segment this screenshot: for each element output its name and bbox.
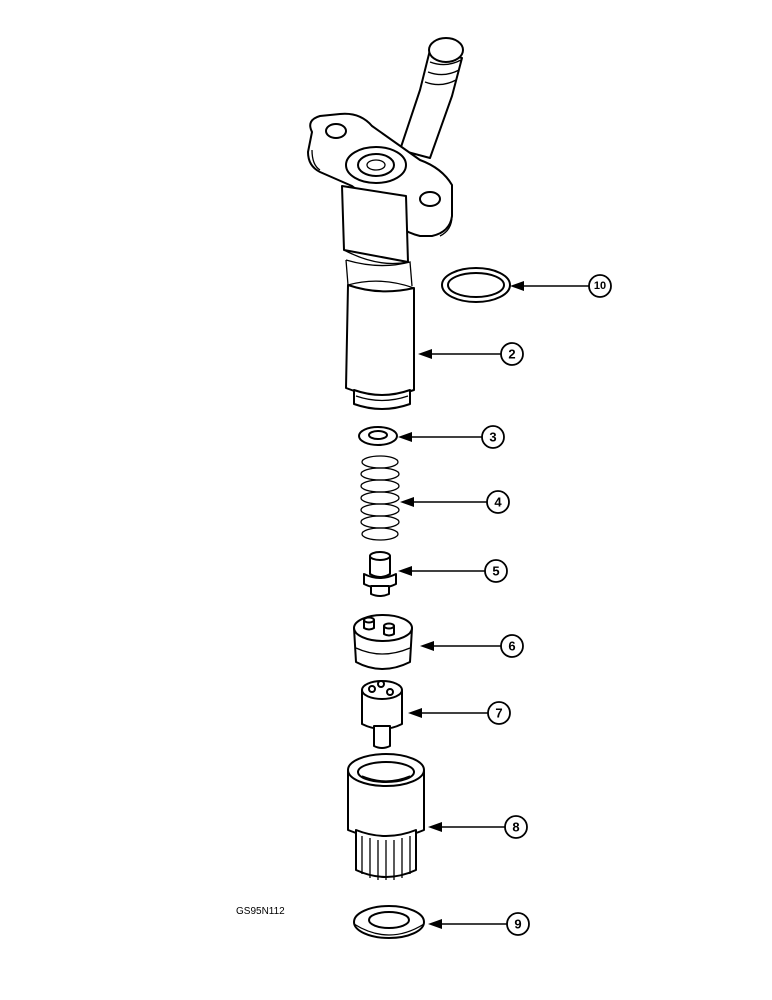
o-ring <box>441 267 511 303</box>
leader-9 <box>428 919 507 929</box>
leader-4 <box>400 497 487 507</box>
svg-text:8: 8 <box>512 820 519 835</box>
svg-text:9: 9 <box>514 917 521 932</box>
leader-10 <box>510 281 589 291</box>
nozzle <box>361 680 403 749</box>
svg-text:10: 10 <box>594 280 606 292</box>
leader-2 <box>418 349 501 359</box>
svg-text:4: 4 <box>494 495 502 510</box>
callout-8: 8 <box>504 815 528 839</box>
leader-3 <box>398 432 482 442</box>
callout-5: 5 <box>484 559 508 583</box>
callout-4: 4 <box>486 490 510 514</box>
seal-washer <box>353 905 425 939</box>
svg-text:6: 6 <box>508 639 515 654</box>
svg-text:2: 2 <box>508 347 515 362</box>
drawing-code: GS95N112 <box>236 906 285 917</box>
callout-7: 7 <box>487 701 511 725</box>
leader-5 <box>398 566 485 576</box>
leader-6 <box>420 641 501 651</box>
spring <box>360 455 400 541</box>
cap-nut <box>347 753 425 880</box>
callout-3: 3 <box>481 425 505 449</box>
callout-10: 10 <box>588 274 612 298</box>
leader-8 <box>428 822 505 832</box>
svg-text:3: 3 <box>489 430 496 445</box>
callout-6: 6 <box>500 634 524 658</box>
spacer <box>353 614 413 670</box>
washer <box>358 426 398 446</box>
injector-body <box>307 37 464 410</box>
spindle <box>363 551 397 597</box>
callout-9: 9 <box>506 912 530 936</box>
callout-2: 2 <box>500 342 524 366</box>
leader-7 <box>408 708 488 718</box>
svg-text:5: 5 <box>492 564 499 579</box>
svg-text:7: 7 <box>495 706 502 721</box>
